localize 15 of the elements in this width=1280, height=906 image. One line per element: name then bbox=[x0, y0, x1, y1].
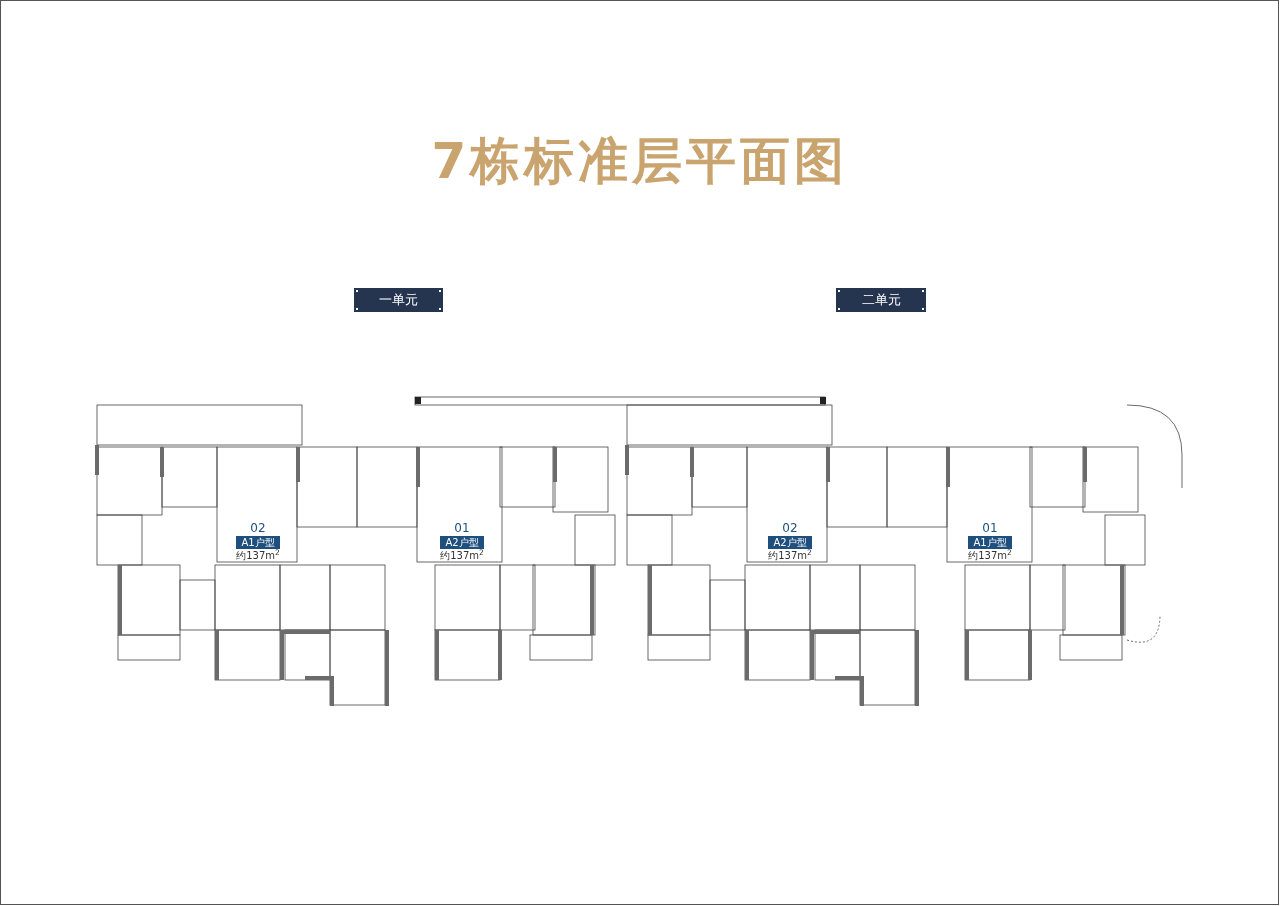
area-label: 约137m$^{2}$ bbox=[967, 551, 1013, 561]
unit-type-tag: A1户型 bbox=[968, 536, 1012, 549]
area-label: 约137m$^{2}$ bbox=[439, 551, 485, 561]
unit-type-tag: A2户型 bbox=[440, 536, 484, 549]
title: 7栋标准层平面图 bbox=[431, 132, 849, 190]
unit-number: 02 bbox=[249, 522, 267, 534]
unit-type-tag: A2户型 bbox=[768, 536, 812, 549]
area-label: 约137m$^{2}$ bbox=[235, 551, 281, 561]
area-label: 约137m$^{2}$ bbox=[767, 551, 813, 561]
unit-label: 一单元 bbox=[354, 288, 443, 312]
unit-type-tag: A1户型 bbox=[236, 536, 280, 549]
unit-number: 01 bbox=[981, 522, 999, 534]
unit-number: 01 bbox=[453, 522, 471, 534]
unit-number: 02 bbox=[781, 522, 799, 534]
unit-label: 二单元 bbox=[836, 288, 926, 312]
